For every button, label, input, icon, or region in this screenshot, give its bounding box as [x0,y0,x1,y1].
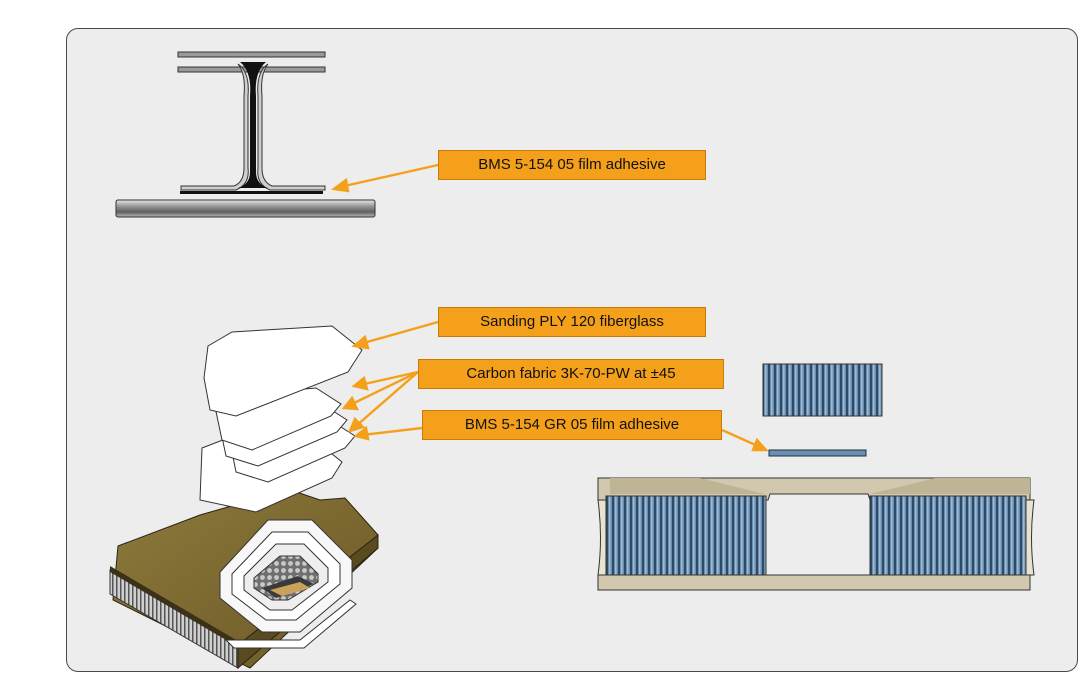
sandwich-panel [109,486,379,670]
label-sanding-ply: Sanding PLY 120 fiberglass [438,307,706,337]
i-beam-stringer [177,51,326,194]
ply-stack [199,325,363,513]
label-film-adhesive-gr: BMS 5-154 GR 05 film adhesive [422,410,722,440]
label-carbon-fabric: Carbon fabric 3K-70-PW at ±45 [418,359,724,389]
label-film-adhesive: BMS 5-154 05 film adhesive [438,150,706,180]
base-plate [115,199,376,218]
leader-lines [330,163,769,452]
core-cross-section [597,477,1035,591]
core-plug [762,363,883,417]
film-strip [768,449,867,457]
